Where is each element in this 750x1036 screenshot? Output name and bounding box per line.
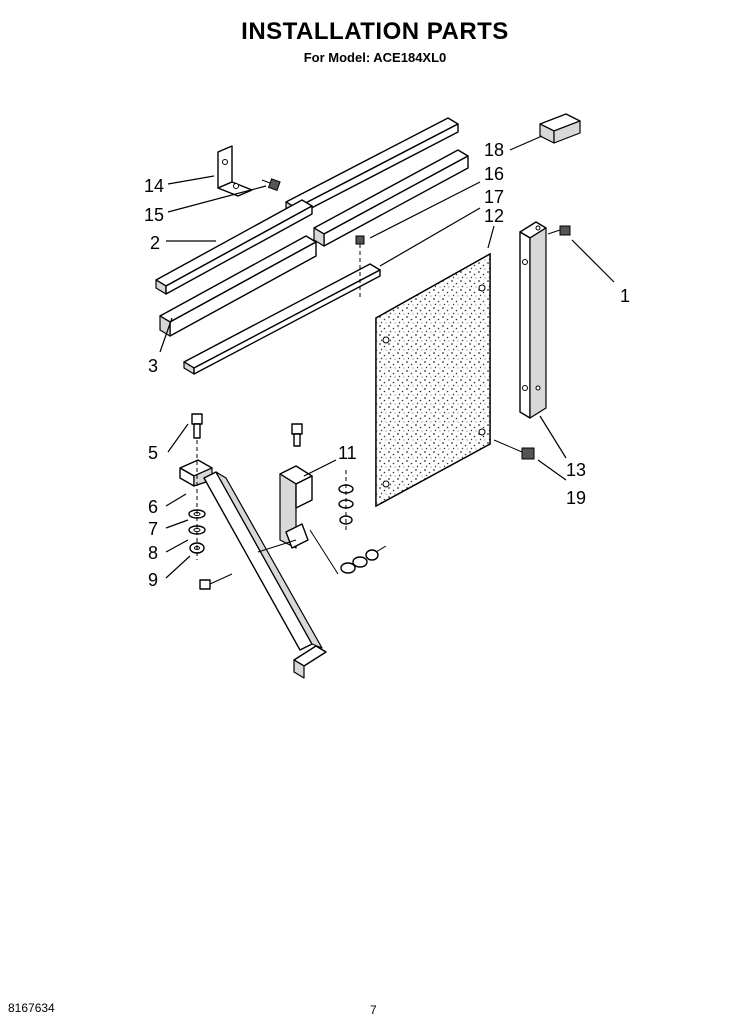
callout-16: 17 <box>484 187 504 207</box>
model-subtitle: For Model: ACE184XL0 <box>303 50 447 65</box>
part-12-panel <box>375 252 491 508</box>
callout-18: 18 <box>484 140 504 160</box>
bracket-11-hardware <box>257 470 387 575</box>
part-14-screw <box>261 178 281 192</box>
callout-2: 2 <box>150 233 160 253</box>
callout-9: 9 <box>148 570 158 590</box>
document-number: 8167634 <box>8 1001 55 1015</box>
part-18-block <box>539 113 581 144</box>
page-title: INSTALLATION PARTS <box>241 18 509 45</box>
support-bracket-long <box>179 459 327 679</box>
lower-rail <box>183 263 381 375</box>
part-19-screw <box>493 439 535 460</box>
callout-15: 16 <box>484 164 504 184</box>
part-2-rail <box>155 199 313 295</box>
callout-6: 6 <box>148 497 158 517</box>
callout-17: 13 <box>566 460 586 480</box>
part-13-bracket <box>217 145 253 197</box>
callout-1: 1 <box>620 286 630 306</box>
callout-12: 12 <box>484 206 504 226</box>
part-9-screw <box>199 573 233 590</box>
callout-5: 5 <box>148 443 158 463</box>
callout-labels: 14 15 2 3 5 6 7 8 9 11 18 16 17 12 1 13 … <box>144 140 630 590</box>
callout-11: 11 <box>338 443 357 463</box>
callout-8: 8 <box>148 543 158 563</box>
part-5-screw <box>191 413 203 439</box>
callout-14: 15 <box>144 205 164 225</box>
callout-7: 7 <box>148 519 158 539</box>
page-number: 7 <box>370 1003 377 1017</box>
leader-lines <box>159 135 615 579</box>
part-3-channel <box>159 235 317 337</box>
part-11-bracket <box>279 423 313 549</box>
part-16-screw <box>355 235 365 298</box>
callout-13: 14 <box>144 176 164 196</box>
callout-19: 19 <box>566 488 586 508</box>
part-15-channel <box>313 149 469 247</box>
callout-3: 3 <box>148 356 158 376</box>
part-1-screw <box>547 225 571 236</box>
part-17-strip <box>519 221 547 419</box>
